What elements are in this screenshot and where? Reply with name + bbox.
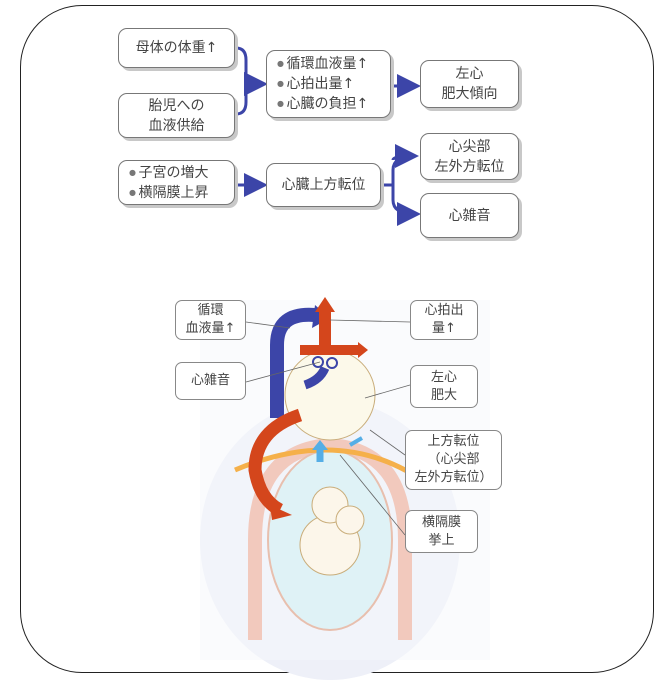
- label-text: 上方転位: [427, 434, 480, 449]
- label-upward-displacement: 上方転位 （心尖部 左外方転位）: [405, 430, 502, 490]
- box-text: 心尖部: [448, 138, 491, 155]
- label-murmur: 心雑音: [175, 362, 246, 400]
- label-text: 循環: [197, 303, 224, 318]
- label-text: 左心: [430, 369, 457, 385]
- bullet-item: 循環血液量↑: [277, 54, 369, 74]
- box-text: 左心: [455, 66, 484, 82]
- lv-hypertrophy-tendency-box: 左心 肥大傾向: [420, 60, 519, 108]
- box-text: 肥大傾向: [441, 86, 498, 102]
- box-text: 心臓上方転位: [281, 177, 366, 193]
- label-text: 左外方転位）: [414, 470, 493, 485]
- bullet-item: 心臓の負担↑: [277, 94, 369, 114]
- label-diaphragm-elevation: 横隔膜 挙上: [405, 510, 478, 553]
- flow-connectors: [235, 46, 421, 226]
- label-text: （心尖部: [427, 452, 480, 467]
- box-text: 左外方転位: [434, 158, 505, 175]
- box-text: 血液供給: [148, 117, 205, 134]
- maternal-weight-box: 母体の体重↑: [118, 28, 235, 68]
- bullet-item: 子宮の増大: [129, 163, 209, 183]
- box-text: 母体の体重↑: [135, 40, 218, 56]
- label-text: 心雑音: [190, 373, 230, 388]
- box-text: 心雑音: [448, 207, 491, 224]
- label-text: 心拍出: [424, 303, 464, 318]
- heart-murmur-box: 心雑音: [420, 193, 519, 238]
- label-text: 挙上: [428, 532, 455, 548]
- box-text: 胎児への: [148, 97, 205, 114]
- circulation-effects-box: 循環血液量↑ 心拍出量↑ 心臓の負担↑: [266, 50, 391, 118]
- uterus-diaphragm-box: 子宮の増大 横隔膜上昇: [118, 160, 235, 205]
- bullet-item: 横隔膜上昇: [129, 183, 209, 203]
- heart-upward-displacement-box: 心臓上方転位: [266, 163, 381, 207]
- label-text: 横隔膜: [421, 514, 461, 530]
- label-text: 血液量↑: [185, 321, 236, 336]
- label-text: 肥大: [430, 387, 457, 403]
- bullet-item: 心拍出量↑: [277, 74, 355, 94]
- label-blood-volume: 循環 血液量↑: [175, 300, 246, 340]
- label-text: 量↑: [432, 321, 456, 336]
- label-lv-hypertrophy: 左心 肥大: [410, 365, 478, 408]
- label-cardiac-output: 心拍出 量↑: [410, 300, 478, 340]
- apex-displacement-box: 心尖部 左外方転位: [420, 133, 519, 180]
- fetal-blood-supply-box: 胎児への 血液供給: [118, 93, 235, 138]
